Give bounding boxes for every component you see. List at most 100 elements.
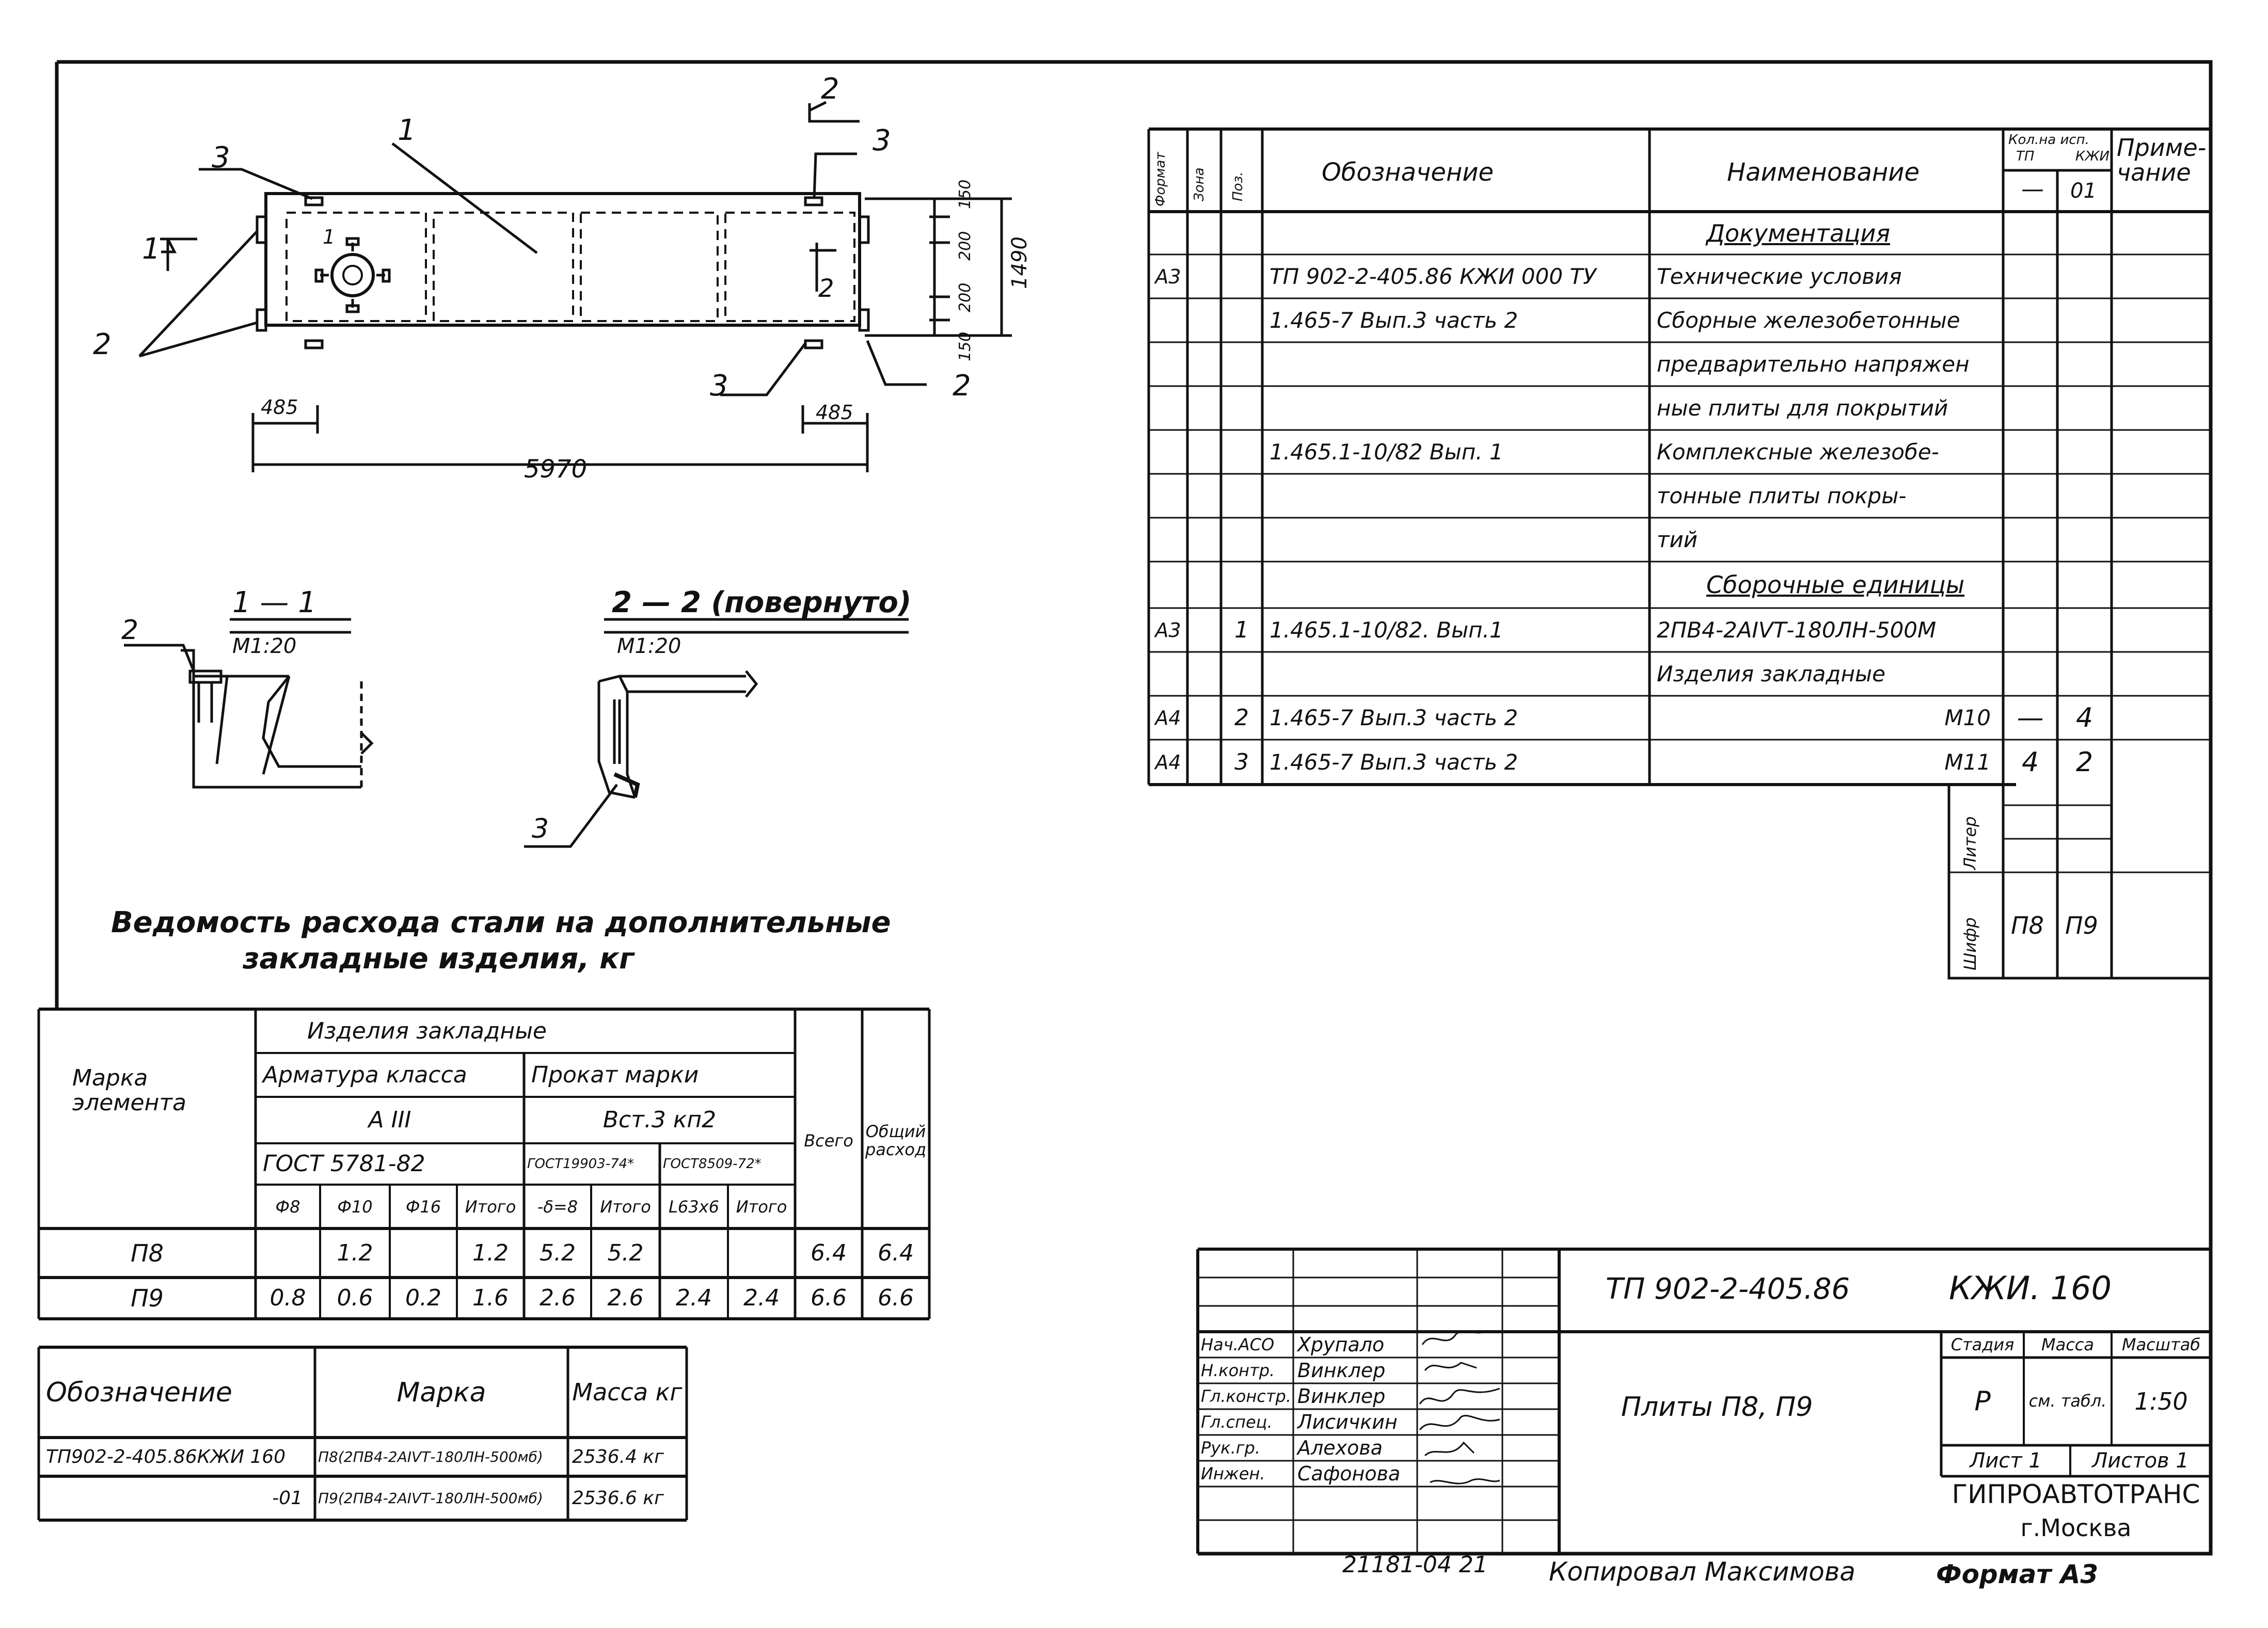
tb-stage: Р (1974, 1386, 1991, 1417)
spec-cell-qty-01 (2057, 652, 2112, 696)
tb-city: г.Москва (2020, 1514, 2132, 1542)
steel-header-mark: Марка элемента (72, 1065, 186, 1116)
tb-person-name: Хрупало (1297, 1333, 1385, 1356)
spec-cell-qty-01 (2057, 430, 2112, 474)
steel-header-gost-arm: ГОСТ 5781-82 (263, 1151, 425, 1177)
callout-3-right: 3 (873, 124, 891, 157)
spec-cell-pos (1221, 652, 1262, 696)
spec-header-tp: ТП (2016, 149, 2035, 164)
plan-offset-right: 485 (816, 401, 853, 424)
spec-cell-name: Сборные железобетонные (1657, 307, 1960, 333)
spec-cell-designation (1262, 212, 1650, 254)
steel-row-value: 1.2 (472, 1239, 509, 1266)
spec-cell-designation: ТП 902-2-405.86 КЖИ 000 ТУ (1270, 263, 1596, 289)
spec-header-designation: Обозначение (1322, 158, 1494, 187)
steel-col-header: Итого (600, 1196, 651, 1217)
steel-title-2: закладные изделия, кг (243, 942, 635, 976)
tb-person-name: Алехова (1297, 1437, 1383, 1459)
spec-cell-qty-01 (2057, 608, 2112, 652)
callout-1: 1 (398, 114, 416, 147)
tb-person-name: Винклер (1297, 1359, 1386, 1382)
spec-cell-designation (1262, 474, 1650, 518)
tb-person-role: Нач.АСО (1201, 1335, 1275, 1354)
marks-row-mass: 2536.4 кг (572, 1446, 664, 1467)
tb-project: ТП 902-2-405.86 (1606, 1272, 1850, 1306)
steel-header-class: А III (368, 1107, 411, 1133)
marks-row-mark: П8(2ПВ4-2АIVТ-180ЛН-500мб) (318, 1448, 543, 1465)
tb-person-name: Лисичкин (1297, 1411, 1398, 1433)
steel-row-value: 0.2 (405, 1285, 441, 1311)
steel-row-value: 0.6 (337, 1285, 373, 1311)
spec-grid (1147, 127, 2211, 980)
spec-cell-format (1149, 212, 1187, 254)
spec-cell-pos (1221, 562, 1262, 608)
spec-cell-format: А3 (1155, 265, 1181, 288)
spec-shifr-p9: П9 (2065, 912, 2098, 939)
section-mark-2-top: 2 (821, 72, 839, 106)
marks-header-designation: Обозначение (46, 1377, 232, 1408)
callout-3-bottom: 3 (710, 369, 728, 403)
spec-cell-pos: 1 (1234, 616, 1249, 643)
tb-person-name: Винклер (1297, 1385, 1386, 1408)
steel-header-armature: Арматура класса (263, 1061, 467, 1088)
tb-mass: см. табл. (2028, 1391, 2107, 1411)
spec-cell-qty-01 (2057, 342, 2112, 386)
spec-cell-qty-tp (2003, 518, 2057, 562)
steel-row-value: 5.2 (607, 1239, 644, 1266)
spec-cell-qty-tp (2003, 254, 2057, 298)
section-1-title: 1 — 1 (232, 586, 316, 619)
spec-cell-designation: 1.465.1-10/82 Вып. 1 (1270, 439, 1503, 465)
spec-cell-qty-tp (2003, 342, 2057, 386)
steel-header-rolled: Прокат марки (531, 1061, 699, 1088)
spec-cell-designation: 1.465-7 Вып.3 часть 2 (1270, 307, 1518, 333)
spec-cell-designation: 1.465-7 Вып.3 часть 2 (1270, 705, 1518, 730)
spec-cell-pos (1221, 298, 1262, 342)
footer-inventory: 21181-04 21 (1342, 1552, 1488, 1578)
steel-col-header: Ф16 (405, 1196, 441, 1217)
spec-cell-qty-tp (2003, 652, 2057, 696)
steel-row-value: 2.6 (540, 1285, 576, 1311)
tb-scale: 1:50 (2134, 1387, 2188, 1415)
spec-cell-name: тий (1657, 526, 1698, 552)
spec-cell-pos (1221, 212, 1262, 254)
spec-shifr-p8: П8 (2011, 912, 2044, 939)
tb-sheet: Лист 1 (1970, 1449, 2042, 1473)
steel-row-value: 6.6 (811, 1285, 847, 1311)
spec-header-name: Наименование (1727, 158, 1920, 187)
section-mark-1-inner: 1 (323, 226, 336, 248)
steel-row-value: 6.4 (878, 1239, 914, 1266)
spec-cell-name: Изделия закладные (1657, 661, 1885, 687)
steel-row-value: 1.6 (472, 1285, 509, 1311)
tb-mass-label: Масса (2041, 1335, 2094, 1354)
steel-row-mark: П8 (131, 1239, 164, 1267)
marks-row-mass: 2536.6 кг (572, 1487, 664, 1509)
plan-view (138, 101, 1012, 472)
steel-row-value: 2.4 (676, 1285, 712, 1311)
section-2-2 (524, 618, 909, 848)
spec-cell-designation (1262, 386, 1650, 430)
spec-cell-qty-tp (2003, 562, 2057, 608)
spec-header-pos: Поз. (1230, 171, 1246, 201)
spec-cell-format (1149, 386, 1187, 430)
plan-dim-top-2: 200 (956, 231, 974, 261)
footer-copied: Копировал Максимова (1549, 1557, 1855, 1587)
spec-cell-qty-01 (2057, 212, 2112, 254)
steel-header-overall: Общий расход (865, 1121, 927, 1159)
spec-cell-format (1149, 430, 1187, 474)
tb-person-name: Сафонова (1297, 1462, 1401, 1485)
spec-cell-name: ные плиты для покрытий (1657, 395, 1948, 421)
marks-grid (37, 1346, 688, 1522)
steel-row-value: 6.6 (878, 1285, 914, 1311)
spec-cell-qty-tp (2003, 212, 2057, 254)
steel-header-gost-r2: ГОСТ8509-72* (663, 1156, 762, 1172)
marks-row-mark: П9(2ПВ4-2АIVТ-180ЛН-500мб) (318, 1489, 543, 1507)
spec-cell-pos (1221, 386, 1262, 430)
spec-cell-name: Сборочные единицы (1706, 571, 1965, 599)
spec-cell-designation (1262, 518, 1650, 562)
spec-liter-label: Литер (1960, 816, 1980, 870)
steel-row-value (256, 1228, 320, 1278)
steel-header-total: Всего (804, 1131, 853, 1151)
spec-cell-designation: 1.465-7 Вып.3 часть 2 (1270, 749, 1518, 775)
